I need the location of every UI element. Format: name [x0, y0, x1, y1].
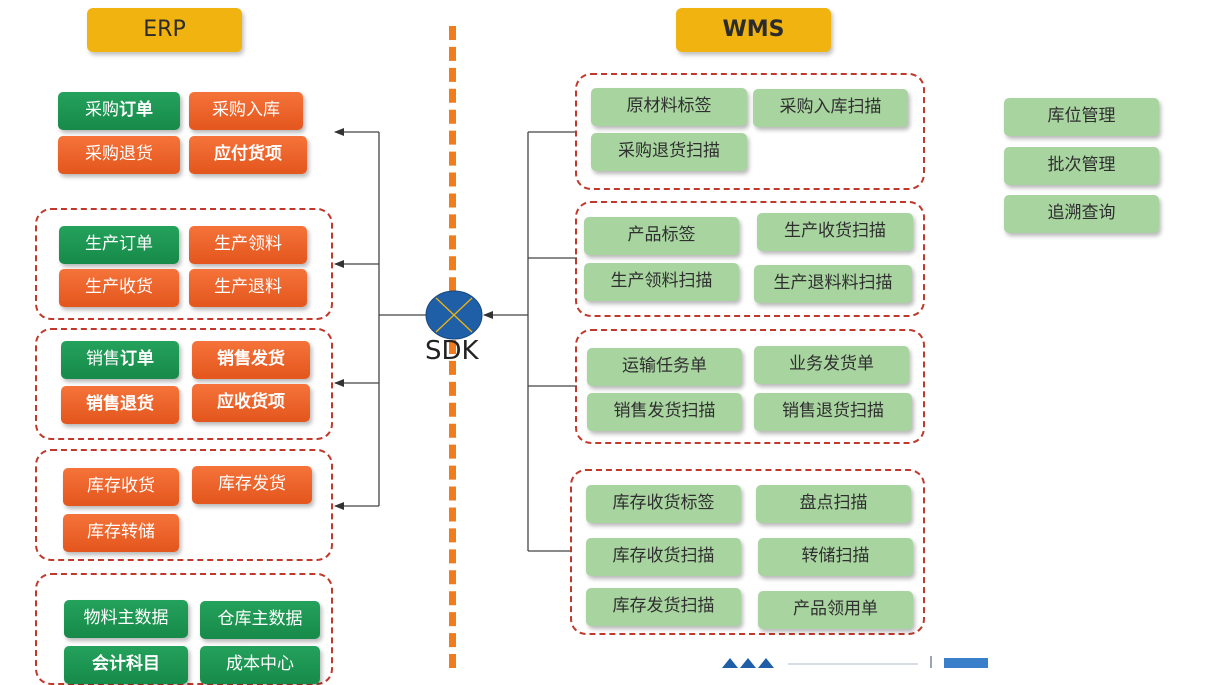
erp-header: ERP [87, 8, 242, 52]
wms-item-purchase-return-scan: 采购退货扫描 [591, 133, 747, 171]
wms-extra-batch-management: 批次管理 [1004, 147, 1159, 185]
erp-item-gl-account: 会计科目 [64, 646, 188, 684]
erp-item-sales-delivery: 销售发货 [192, 341, 310, 379]
connector-lines [334, 128, 577, 552]
wms-group-sales [575, 329, 925, 444]
wms-item-transport-task: 运输任务单 [587, 348, 742, 386]
erp-item-accounts-payable: 应付货项 [189, 136, 307, 174]
wms-item-production-issue-scan: 生产领料扫描 [584, 263, 739, 301]
wms-item-sales-delivery-scan: 销售发货扫描 [587, 393, 742, 431]
wms-item-product-requisition: 产品领用单 [758, 591, 913, 629]
wms-item-business-delivery: 业务发货单 [754, 346, 909, 384]
wms-extra-location-management: 库位管理 [1004, 98, 1159, 136]
erp-group-sales [35, 328, 333, 440]
wms-group-inventory [570, 469, 925, 635]
wms-item-purchase-receipt-scan: 采购入库扫描 [753, 89, 908, 127]
wms-item-inventory-receipt-label: 库存收货标签 [586, 485, 741, 523]
erp-item-production-return: 生产退料 [189, 269, 307, 307]
erp-group-production [35, 208, 333, 320]
erp-item-production-receipt: 生产收货 [59, 269, 179, 307]
wms-item-inventory-receipt-scan: 库存收货扫描 [586, 538, 741, 576]
wms-item-stocktake-scan: 盘点扫描 [756, 485, 911, 523]
erp-item-sales-return: 销售退货 [61, 386, 179, 424]
erp-item-inventory-issue: 库存发货 [192, 466, 312, 504]
erp-item-inventory-transfer: 库存转储 [63, 514, 179, 552]
wms-item-sales-return-scan: 销售退货扫描 [754, 393, 912, 431]
center-divider [449, 26, 456, 668]
partner-logo-icon [722, 656, 988, 668]
erp-group-inventory [35, 449, 333, 561]
sdk-circle-icon [425, 290, 483, 340]
erp-item-production-order: 生产订单 [59, 226, 179, 264]
erp-item-sales-order: 销售订单 [61, 341, 179, 379]
wms-group-purchase [575, 73, 925, 190]
erp-item-warehouse-master: 仓库主数据 [200, 601, 320, 639]
erp-item-purchase-receipt: 采购入库 [189, 92, 303, 130]
erp-item-purchase-order: 采购订单 [58, 92, 180, 130]
erp-item-purchase-return: 采购退货 [58, 136, 180, 174]
erp-item-inventory-receipt: 库存收货 [63, 468, 179, 506]
wms-header: WMS [676, 8, 831, 52]
sdk-label: SDK [425, 336, 479, 366]
erp-item-production-issue: 生产领料 [189, 226, 307, 264]
wms-item-raw-material-label: 原材料标签 [591, 88, 747, 126]
wms-item-production-receipt-scan: 生产收货扫描 [757, 213, 913, 251]
wms-extra-traceability-query: 追溯查询 [1004, 195, 1159, 233]
erp-item-cost-center: 成本中心 [200, 646, 320, 684]
erp-item-material-master: 物料主数据 [64, 600, 188, 638]
wms-item-transfer-scan: 转储扫描 [758, 538, 913, 576]
wms-item-inventory-issue-scan: 库存发货扫描 [586, 588, 741, 626]
wms-group-production [575, 201, 925, 317]
erp-item-accounts-receivable: 应收货项 [192, 384, 310, 422]
wms-item-production-return-scan: 生产退料料扫描 [754, 265, 912, 303]
wms-item-product-label: 产品标签 [584, 217, 739, 255]
